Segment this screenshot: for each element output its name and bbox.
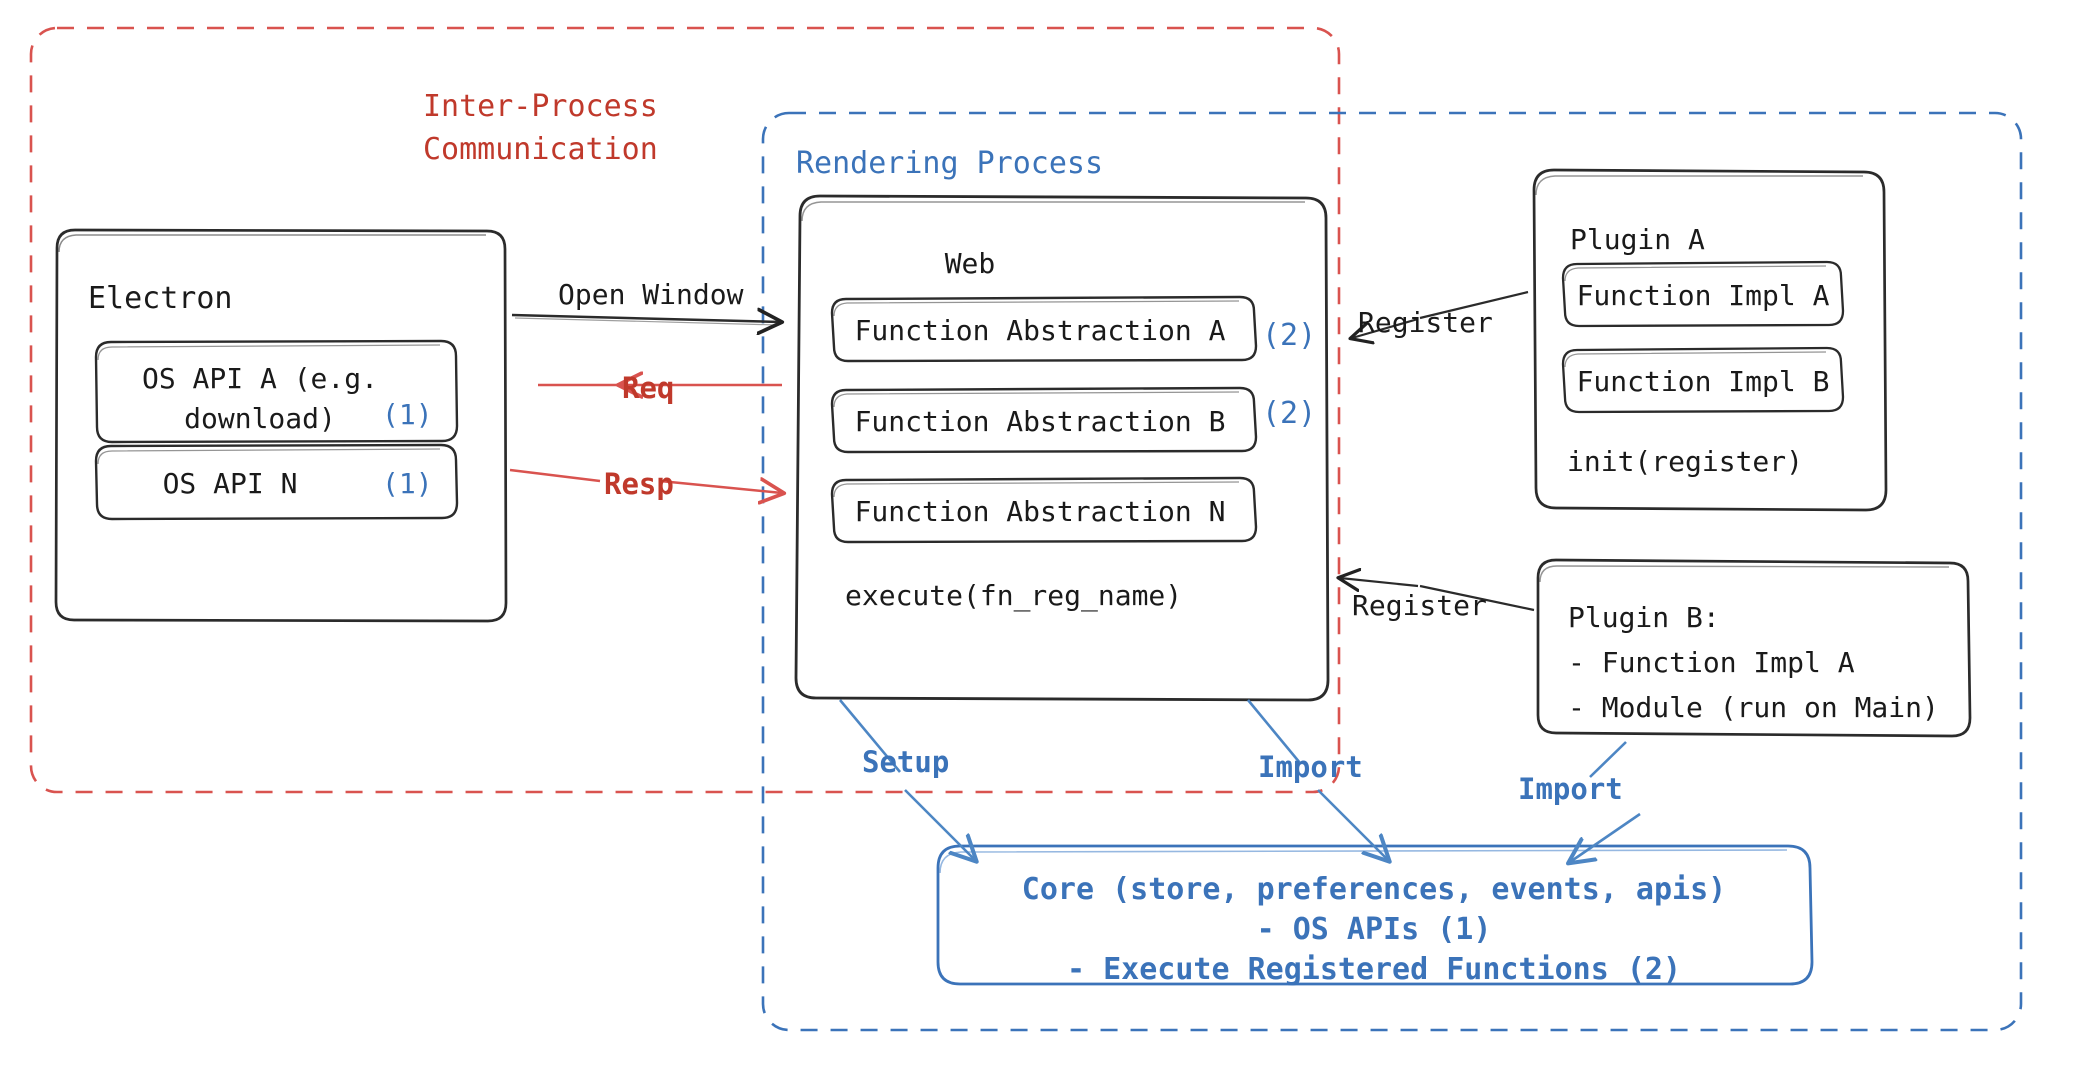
function-impl-b-label: Function Impl B bbox=[1576, 365, 1830, 398]
web-execute-label: execute(fn_reg_name) bbox=[845, 579, 1183, 612]
edge-register-plugin-b bbox=[1340, 578, 1535, 612]
plugin-b-item-0: - Function Impl A bbox=[1568, 646, 1855, 679]
edge-setup-label: Setup bbox=[862, 745, 950, 779]
function-impl-a-box bbox=[1561, 260, 1845, 328]
edge-import-web-label: Import bbox=[1258, 750, 1363, 784]
core-label: Core (store, preferences, events, apis) … bbox=[940, 870, 1808, 990]
rendering-group-border bbox=[761, 111, 2023, 1032]
web-title: Web bbox=[944, 247, 996, 280]
rendering-group-label: Rendering Process bbox=[796, 146, 1104, 181]
web-box bbox=[794, 194, 1330, 702]
os-api-n-label: OS API N bbox=[162, 467, 298, 500]
core-line1: Core (store, preferences, events, apis) bbox=[1021, 872, 1727, 907]
function-abstraction-a-marker: (2) bbox=[1262, 318, 1317, 353]
function-abstraction-b-box bbox=[830, 386, 1258, 454]
edge-open-window bbox=[511, 315, 780, 325]
plugin-a-box bbox=[1532, 168, 1888, 512]
os-api-a-line1: OS API A (e.g. bbox=[141, 362, 378, 395]
ipc-group-label-line1: Inter-Process bbox=[423, 89, 658, 124]
os-api-a-label: OS API A (e.g. download) bbox=[110, 359, 410, 439]
ipc-group-border bbox=[29, 26, 1341, 794]
edge-resp bbox=[509, 468, 782, 493]
core-line3: - Execute Registered Functions (2) bbox=[1066, 951, 1682, 987]
edge-req-label: Req bbox=[622, 371, 675, 405]
electron-title: Electron bbox=[88, 281, 233, 316]
edge-setup bbox=[839, 699, 975, 860]
os-api-a-box bbox=[94, 339, 459, 444]
function-impl-b-box bbox=[1561, 346, 1845, 414]
plugin-b-box bbox=[1536, 558, 1972, 738]
os-api-n-marker: (1) bbox=[382, 467, 433, 500]
edge-resp-label: Resp bbox=[604, 467, 674, 501]
function-abstraction-a-box bbox=[830, 295, 1258, 363]
core-line2: - OS APIs (1) bbox=[1256, 911, 1492, 947]
function-abstraction-n-box bbox=[830, 476, 1258, 544]
edge-import-plugin-b-label: Import bbox=[1518, 772, 1623, 806]
ipc-group-label: Inter-Process Communication bbox=[423, 86, 658, 171]
ipc-group-label-line2: Communication bbox=[423, 131, 658, 167]
plugin-b-item-1: - Module (run on Main) bbox=[1568, 691, 1939, 724]
edge-import-web bbox=[1246, 699, 1388, 860]
edge-register-plugin-a-label: Register bbox=[1358, 306, 1493, 339]
plugin-a-title: Plugin A bbox=[1570, 223, 1705, 256]
plugin-b-title: Plugin B: bbox=[1568, 601, 1720, 634]
function-abstraction-b-label: Function Abstraction B bbox=[854, 405, 1226, 438]
os-api-a-marker: (1) bbox=[382, 398, 433, 431]
edge-import-plugin-b bbox=[1570, 741, 1641, 862]
function-impl-a-label: Function Impl A bbox=[1576, 279, 1830, 312]
function-abstraction-a-label: Function Abstraction A bbox=[854, 314, 1226, 347]
function-abstraction-n-label: Function Abstraction N bbox=[854, 495, 1226, 528]
electron-box bbox=[54, 228, 508, 623]
os-api-n-box bbox=[94, 443, 459, 521]
edge-register-plugin-a bbox=[1352, 290, 1529, 338]
function-abstraction-b-marker: (2) bbox=[1262, 396, 1317, 431]
edge-open-window-label: Open Window bbox=[558, 278, 744, 311]
os-api-a-line2: download) bbox=[184, 401, 336, 435]
edge-register-plugin-b-label: Register bbox=[1352, 589, 1487, 622]
plugin-a-init-label: init(register) bbox=[1567, 445, 1804, 478]
